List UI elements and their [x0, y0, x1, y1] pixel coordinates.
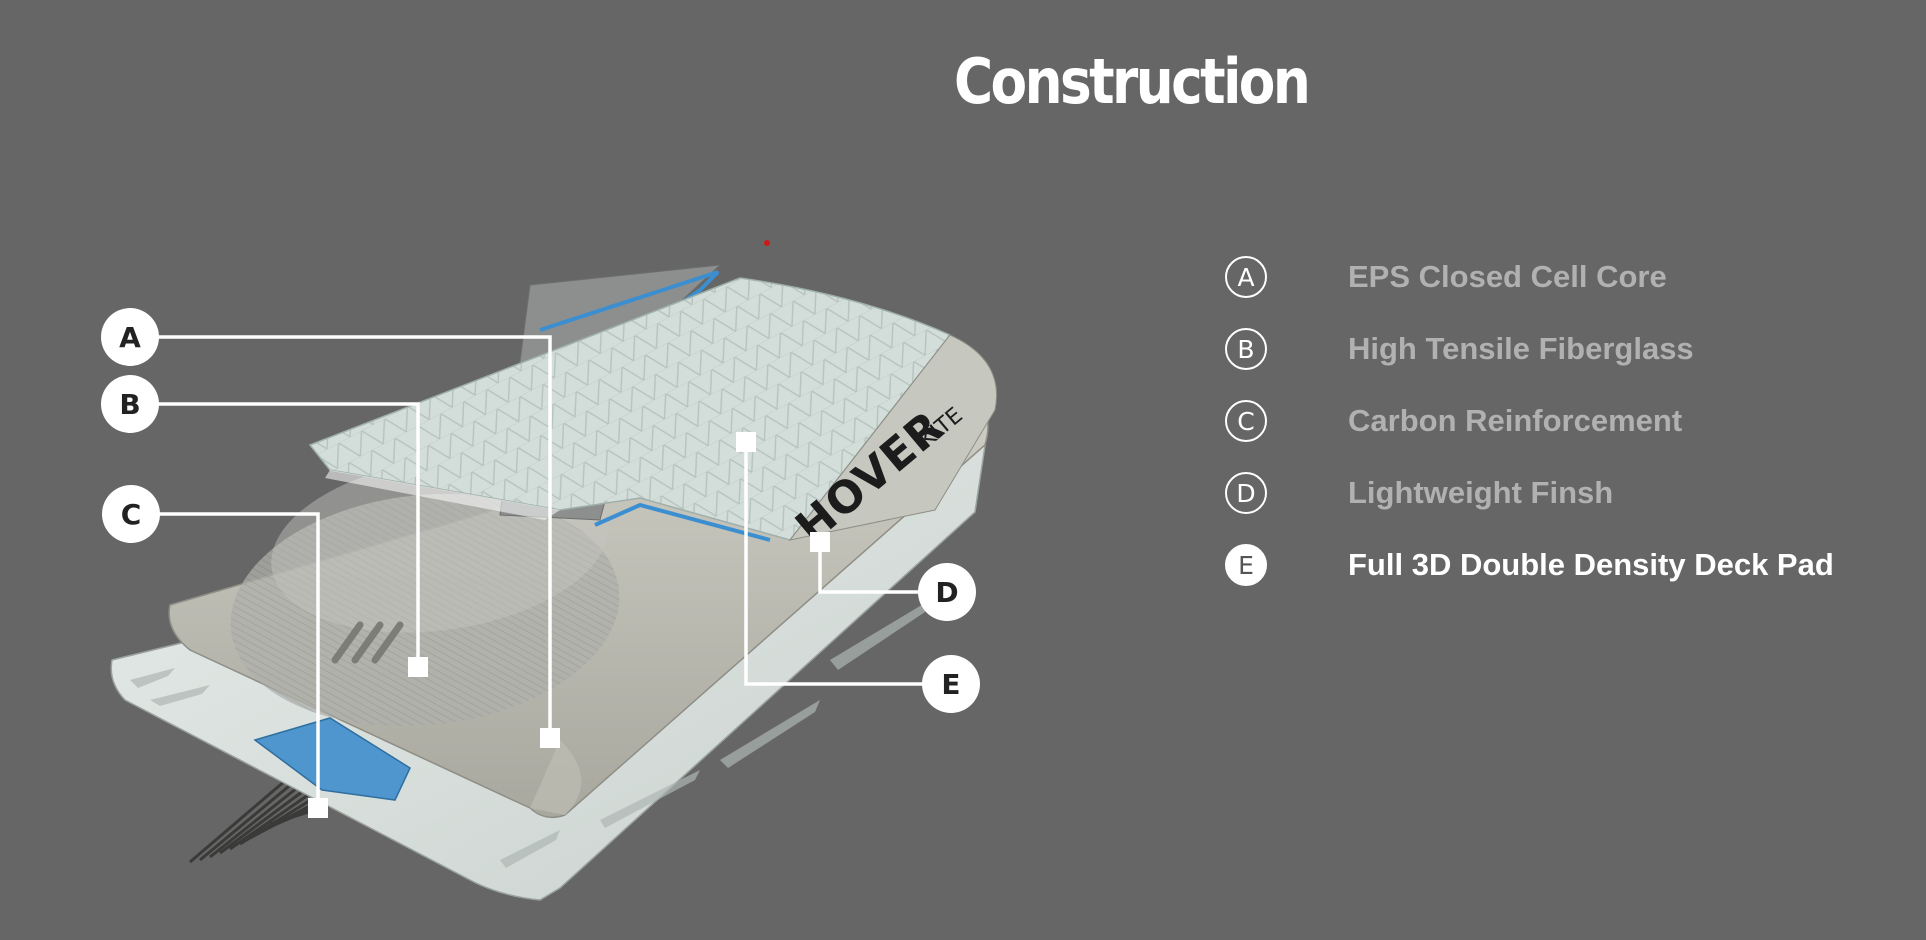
- legend-item-d[interactable]: D Lightweight Finsh: [1225, 457, 1905, 529]
- legend-item-a[interactable]: A EPS Closed Cell Core: [1225, 241, 1905, 313]
- construction-legend: A EPS Closed Cell Core B High Tensile Fi…: [1225, 241, 1905, 601]
- legend-badge-a: A: [1225, 256, 1267, 298]
- page-title: Construction: [954, 45, 1311, 118]
- fiberglass-layer: [230, 493, 620, 727]
- legend-badge-b: B: [1225, 328, 1267, 370]
- callout-leader-lines: [150, 335, 924, 808]
- hotspot-b-label: B: [119, 388, 140, 421]
- board-construction-diagram: HOVER KITE A B C D E: [101, 264, 997, 901]
- legend-badge-c: C: [1225, 400, 1267, 442]
- legend-label-d: Lightweight Finsh: [1348, 475, 1614, 510]
- legend-badge-e: E: [1225, 544, 1267, 586]
- deck-pad: [308, 277, 952, 541]
- legend-label-e: Full 3D Double Density Deck Pad: [1348, 547, 1834, 582]
- hotspot-c[interactable]: C: [102, 485, 160, 543]
- callout-anchors: [308, 432, 830, 818]
- hotspot-c-label: C: [121, 498, 142, 531]
- hotspot-a-label: A: [119, 321, 141, 354]
- hotspot-d-label: D: [935, 576, 958, 609]
- legend-label-a: EPS Closed Cell Core: [1348, 259, 1667, 294]
- hotspot-e[interactable]: E: [922, 655, 980, 713]
- hotspot-e-label: E: [941, 668, 960, 701]
- legend-item-e[interactable]: E Full 3D Double Density Deck Pad: [1225, 529, 1905, 601]
- legend-item-b[interactable]: B High Tensile Fiberglass: [1225, 313, 1905, 385]
- legend-badge-d: D: [1225, 472, 1267, 514]
- hotspot-d[interactable]: D: [918, 563, 976, 621]
- hotspot-a[interactable]: A: [101, 308, 159, 366]
- red-dot-marker: [764, 240, 770, 246]
- hotspot-b[interactable]: B: [101, 375, 159, 433]
- legend-label-b: High Tensile Fiberglass: [1348, 331, 1694, 366]
- legend-item-c[interactable]: C Carbon Reinforcement: [1225, 385, 1905, 457]
- legend-label-c: Carbon Reinforcement: [1348, 403, 1683, 438]
